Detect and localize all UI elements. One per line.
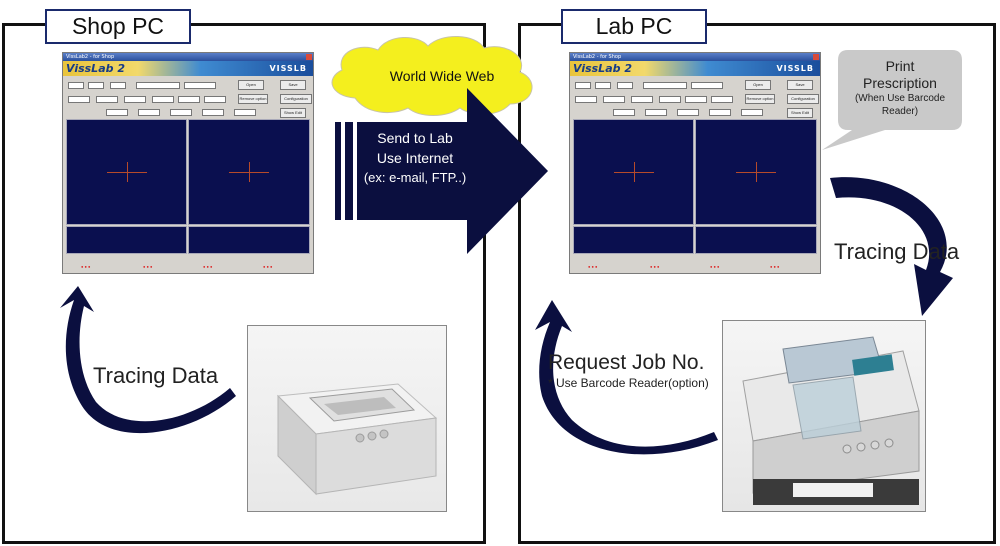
tracer-device-icon: [248, 326, 447, 512]
send-line-2: Use Internet: [360, 148, 470, 168]
print-prescription-text: Print Prescription (When Use Barcode Rea…: [840, 58, 960, 118]
world-wide-web-label: World Wide Web: [372, 68, 512, 84]
send-to-lab-text: Send to Lab Use Internet (ex: e-mail, FT…: [360, 128, 470, 188]
send-line-3: (ex: e-mail, FTP..): [360, 168, 470, 188]
edger-device-icon: [723, 321, 926, 512]
request-line-2: * Use Barcode Reader(option): [548, 376, 728, 391]
shop-tracer-device: [247, 325, 447, 512]
lab-edger-device: [722, 320, 926, 512]
request-job-label: Request Job No. * Use Barcode Reader(opt…: [548, 350, 728, 391]
shop-tracing-data-label: Tracing Data: [93, 363, 218, 389]
shop-tracing-arrow: [60, 286, 236, 433]
request-line-1: Request Job No.: [548, 350, 728, 376]
callout-line-4: Reader): [840, 105, 960, 118]
send-line-1: Send to Lab: [360, 128, 470, 148]
callout-line-3: (When Use Barcode: [840, 92, 960, 105]
callout-line-2: Prescription: [840, 75, 960, 92]
callout-line-1: Print: [840, 58, 960, 75]
lab-tracing-data-label: Tracing Data: [834, 239, 959, 265]
